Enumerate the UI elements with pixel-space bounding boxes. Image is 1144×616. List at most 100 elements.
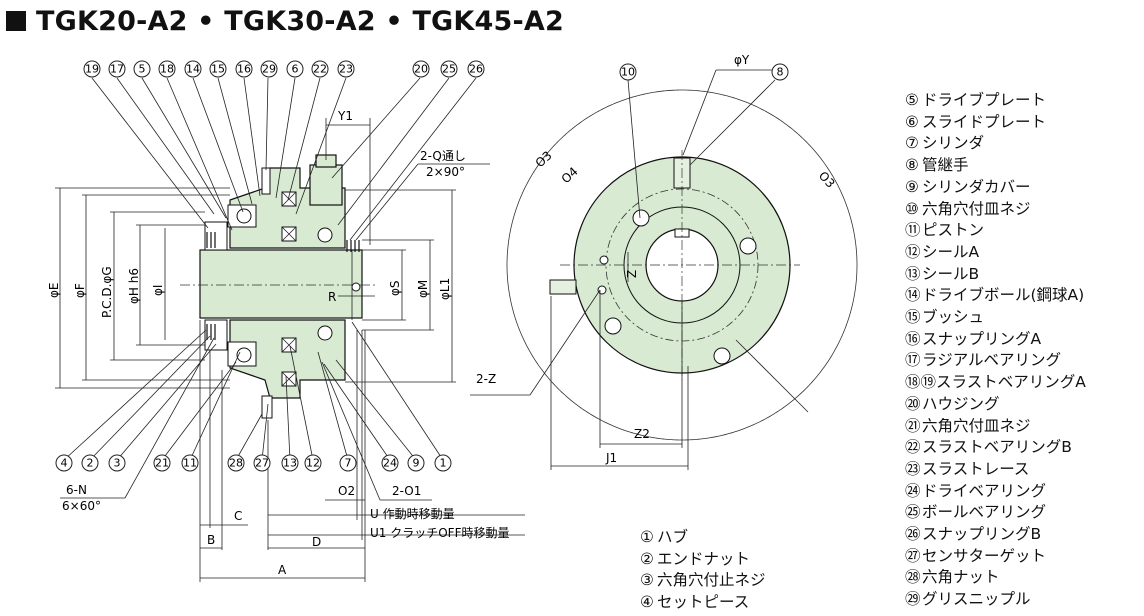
callout-8: 8 [771,63,789,81]
dim-q: 2-Q通し [420,149,466,163]
legend-item: ⑮ブッシュ [905,308,985,327]
svg-text:8: 8 [777,66,784,79]
callout-9: 9 [407,454,425,472]
svg-text:27: 27 [255,457,269,470]
dim-o3-left: O3 [533,148,555,170]
dim-phi-y: φY [734,53,750,67]
callout-2: 2 [81,454,99,472]
callout-28: 28 [227,454,245,472]
svg-text:17: 17 [110,63,124,76]
dim-phi-h: φH h6 [127,268,141,304]
end-view [470,69,858,470]
svg-text:1: 1 [440,457,447,470]
dim-n2: 6×60° [62,499,101,513]
svg-text:14: 14 [186,63,200,76]
legend-item: ㉒スラストベアリングB [905,438,1072,457]
svg-text:24: 24 [383,457,397,470]
callouts-bottom: 4 2 3 21 11 28 27 13 12 7 24 9 1 [55,454,452,472]
dim-z2: Z2 [634,427,650,441]
callout-14: 14 [184,60,202,78]
svg-text:23: 23 [339,63,353,76]
hex-nut [261,395,273,419]
dim-o4: O4 [559,164,581,186]
svg-text:9: 9 [413,457,420,470]
cylinder-top [309,164,343,206]
grease-nipple [261,167,271,195]
dim-b: B [207,533,215,547]
svg-text:18: 18 [160,63,174,76]
svg-text:20: 20 [414,63,428,76]
bearing-ball-upper [317,227,333,243]
dim-y1: Y1 [337,109,353,123]
callout-1: 1 [434,454,452,472]
svg-text:21: 21 [155,457,169,470]
drive-ball-lower [236,347,252,363]
legend-item: ㉗センサターゲット [905,546,1047,565]
legend-item: ㉑六角穴付皿ネジ [905,416,1031,435]
callout-25: 25 [440,60,458,78]
legend-item: ㉔ドライベアリング [905,481,1047,500]
dim-d: D [312,535,321,549]
dimension-labels: Y1 2-Q通し 2×90° φE φF P.C.D.φG φH h6 φI R… [47,53,838,577]
lower-housing [229,319,346,399]
dim-phi-s: φS [388,280,402,296]
callout-24: 24 [381,454,399,472]
callout-19: 19 [83,60,101,78]
dim-phi-e: φE [47,283,61,299]
bearing-ball-lower [317,325,333,341]
title-square-icon [6,11,26,31]
callouts-end: 10 8 [619,63,789,81]
callout-5: 5 [133,60,151,78]
dim-phi-l1: φL1 [438,278,452,300]
svg-text:7: 7 [345,457,352,470]
legend-item: ㉓スラストレース [905,459,1030,478]
callout-27: 27 [253,454,271,472]
callout-6: 6 [286,60,304,78]
dim-o2: O2 [338,484,355,498]
title-text: TGK20-A2 • TGK30-A2 • TGK45-A2 [36,5,565,37]
dim-n: 6-N [66,483,87,497]
dim-q2: 2×90° [426,165,465,179]
dim-o1: 2-O1 [392,484,421,498]
svg-text:4: 4 [61,457,68,470]
callout-16: 16 [235,60,253,78]
callout-17: 17 [108,60,126,78]
legend-item: ⑫シールA [905,242,980,261]
dim-phi-m: φM [416,280,430,298]
svg-text:6: 6 [292,63,299,76]
callout-3: 3 [108,454,126,472]
callout-18: 18 [158,60,176,78]
svg-text:10: 10 [621,66,635,79]
dim-z: Z [625,270,639,278]
plate-lower [204,319,228,351]
nipple-end [549,279,577,295]
hub-body [199,249,363,319]
dim-phi-f: φF [73,283,87,298]
legend-item: ⑯スナップリングA [905,329,1042,348]
dim-u1: U1 クラッチOFF時移動量 [370,526,509,540]
svg-text:26: 26 [469,63,483,76]
svg-text:15: 15 [211,63,225,76]
legend-item: ⑭ドライブボール(鋼球A) [905,286,1085,305]
dim-j1: J1 [605,451,617,465]
callout-15: 15 [209,60,227,78]
legend-item: ⑳ハウジング [905,394,1000,413]
legend-item: ㉙グリスニップル [905,590,1031,609]
callout-7: 7 [339,454,357,472]
callout-20: 20 [412,60,430,78]
callout-4: 4 [55,454,73,472]
svg-text:5: 5 [139,63,146,76]
legend-item: ㉖スナップリングB [905,525,1042,544]
callout-22: 22 [311,60,329,78]
svg-text:2: 2 [87,457,94,470]
dim-u: U 作動時移動量 [370,507,455,521]
svg-text:13: 13 [283,457,297,470]
